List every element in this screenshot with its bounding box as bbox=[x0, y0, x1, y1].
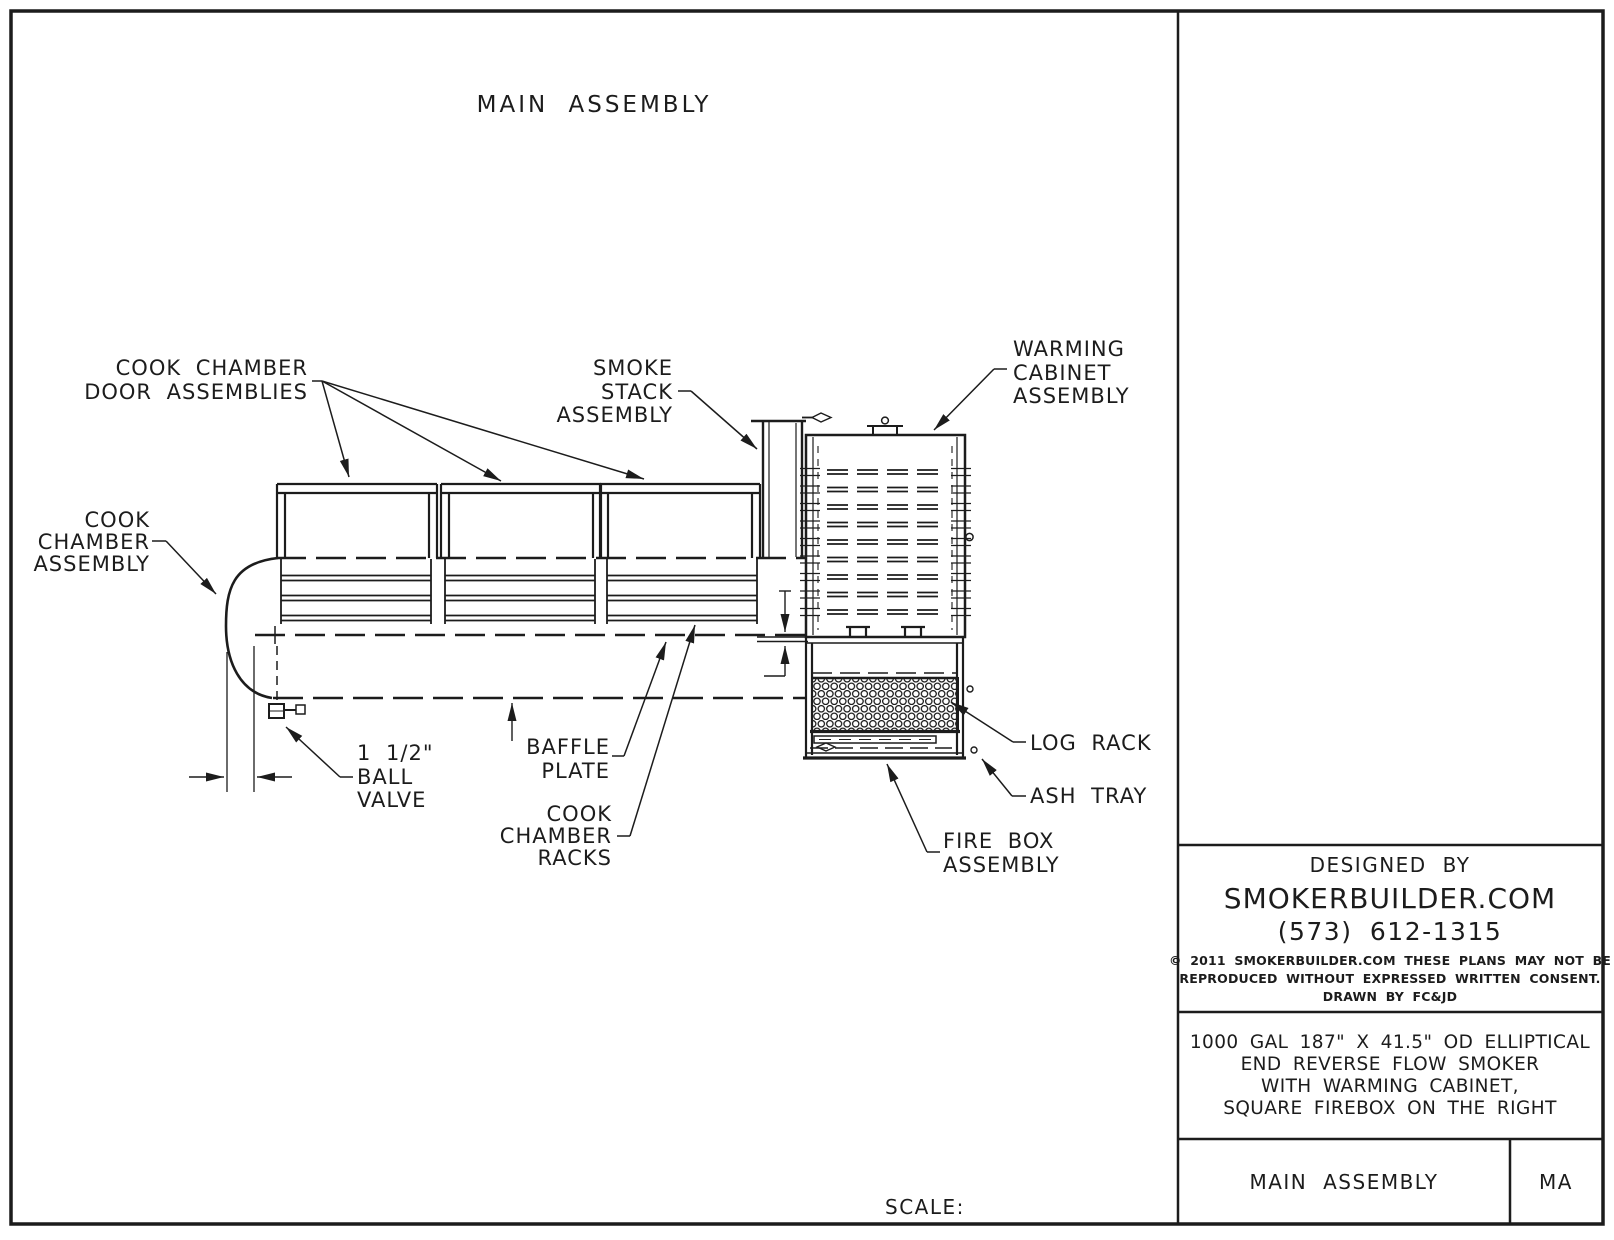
label-line: COOK CHAMBER bbox=[116, 356, 308, 380]
leader-ash-tray bbox=[981, 758, 1013, 797]
cook-chamber bbox=[224, 556, 805, 700]
label-line: SMOKE bbox=[593, 356, 673, 380]
dimension-left bbox=[189, 646, 292, 792]
label-line: FIRE BOX bbox=[943, 829, 1054, 853]
sheet-border bbox=[9, 9, 1605, 1226]
label-cook-chamber-assembly: COOK CHAMBER ASSEMBLY bbox=[33, 508, 151, 576]
description-line: 1000 GAL 187" X 41.5" OD ELLIPTICAL bbox=[1190, 1032, 1591, 1053]
label-line: CABINET bbox=[1013, 361, 1111, 385]
label-line: CHAMBER bbox=[500, 824, 612, 848]
label-line: BALL bbox=[357, 765, 413, 789]
label-fire-box: FIRE BOX ASSEMBLY bbox=[943, 829, 1060, 877]
cabinet-slats bbox=[799, 467, 972, 477]
leader-lines bbox=[152, 368, 1026, 853]
copyright-line: REPRODUCED WITHOUT EXPRESSED WRITTEN CON… bbox=[1179, 971, 1600, 986]
leader-racks bbox=[629, 624, 696, 837]
leader-door-3 bbox=[321, 380, 645, 480]
label-line: ASSEMBLY bbox=[1013, 384, 1130, 408]
title-block: DESIGNED BY SMOKERBUILDER.COM (573) 612-… bbox=[1169, 853, 1611, 1194]
elliptical-end bbox=[224, 556, 279, 700]
cook-chamber-door-1 bbox=[275, 482, 439, 560]
leader-fire-box bbox=[886, 763, 928, 853]
cabinet-slats bbox=[799, 502, 972, 512]
label-line: 1 1/2" bbox=[357, 741, 434, 765]
label-line: RACKS bbox=[537, 846, 612, 870]
damper-handle bbox=[810, 412, 833, 423]
label-line: DOOR ASSEMBLIES bbox=[84, 380, 308, 404]
description-line: END REVERSE FLOW SMOKER bbox=[1241, 1054, 1540, 1075]
leader-ball-valve bbox=[285, 726, 341, 778]
label-ash-tray: ASH TRAY bbox=[1030, 784, 1147, 808]
leader-door-1 bbox=[321, 380, 350, 478]
description-line: WITH WARMING CABINET, bbox=[1261, 1076, 1519, 1097]
log-rack-mesh bbox=[811, 677, 959, 732]
label-warming-cabinet: WARMING CABINET ASSEMBLY bbox=[1013, 337, 1130, 408]
cabinet-slats bbox=[799, 485, 972, 494]
leader-cook-chamber bbox=[165, 540, 217, 595]
label-baffle-plate: BAFFLE PLATE bbox=[526, 735, 610, 783]
sheet-title: MAIN ASSEMBLY bbox=[1249, 1170, 1438, 1194]
ash-tray-pin bbox=[970, 746, 978, 754]
cabinet-door-knob bbox=[965, 532, 974, 542]
ball-valve bbox=[268, 626, 306, 719]
label-cook-chamber-racks: COOK CHAMBER RACKS bbox=[500, 802, 613, 870]
label-line: CHAMBER bbox=[38, 530, 150, 554]
label-ball-valve: 1 1/2" BALL VALVE bbox=[357, 741, 434, 812]
label-log-rack: LOG RACK bbox=[1030, 731, 1152, 755]
leader-log-rack bbox=[950, 701, 1014, 743]
leader-smoke-stack bbox=[690, 390, 758, 450]
ash-tray-shape bbox=[813, 735, 937, 744]
label-line: VALVE bbox=[357, 788, 426, 812]
phone-number: (573) 612-1315 bbox=[1278, 917, 1503, 946]
label-line: PLATE bbox=[541, 759, 610, 783]
label-line: COOK bbox=[547, 802, 613, 826]
sheet-code: MA bbox=[1539, 1170, 1573, 1194]
cook-chamber-door-3 bbox=[598, 482, 762, 560]
company-name: SMOKERBUILDER.COM bbox=[1224, 882, 1556, 915]
firebox-hinge-pin bbox=[966, 685, 974, 693]
smoke-stack bbox=[751, 412, 833, 557]
vent-knob bbox=[880, 416, 890, 425]
leader-door-2 bbox=[321, 380, 502, 482]
leader-warming-cabinet bbox=[933, 368, 995, 431]
label-line: ASSEMBLY bbox=[33, 552, 150, 576]
label-line: COOK bbox=[85, 508, 151, 532]
ash-tray-handle bbox=[815, 742, 837, 752]
label-line: ASSEMBLY bbox=[943, 853, 1060, 877]
label-smoke-stack: SMOKE STACK ASSEMBLY bbox=[556, 356, 673, 427]
label-line: ASSEMBLY bbox=[556, 403, 673, 427]
cook-chamber-door-2 bbox=[439, 482, 603, 560]
cabinet-slats bbox=[799, 555, 972, 564]
cabinet-slats bbox=[799, 607, 972, 617]
label-line: STACK bbox=[601, 380, 673, 404]
copyright-line: © 2011 SMOKERBUILDER.COM THESE PLANS MAY… bbox=[1169, 953, 1611, 968]
cabinet-foot-right bbox=[901, 625, 925, 637]
cook-chamber-rack-1 bbox=[280, 558, 432, 625]
cook-chamber-rack-3 bbox=[606, 558, 758, 625]
cabinet-slats bbox=[799, 537, 972, 547]
description-line: SQUARE FIREBOX ON THE RIGHT bbox=[1223, 1098, 1557, 1119]
cabinet-slats bbox=[799, 590, 972, 599]
designed-by: DESIGNED BY bbox=[1310, 853, 1471, 877]
cabinet-foot-left bbox=[846, 625, 870, 637]
dimension-baffle bbox=[507, 590, 808, 741]
scale-label: SCALE: bbox=[885, 1195, 965, 1219]
cabinet-slats bbox=[799, 520, 972, 529]
cabinet-vent bbox=[867, 425, 903, 435]
leader-baffle-plate bbox=[623, 641, 667, 757]
label-line: WARMING bbox=[1013, 337, 1125, 361]
label-cook-chamber-door: COOK CHAMBER DOOR ASSEMBLIES bbox=[84, 356, 308, 404]
page-title: MAIN ASSEMBLY bbox=[477, 92, 712, 118]
cabinet-slats bbox=[799, 572, 972, 582]
cook-chamber-rack-2 bbox=[444, 558, 596, 625]
fire-box bbox=[803, 637, 978, 760]
drawn-by: DRAWN BY FC&JD bbox=[1323, 989, 1457, 1004]
label-line: BAFFLE bbox=[526, 735, 610, 759]
